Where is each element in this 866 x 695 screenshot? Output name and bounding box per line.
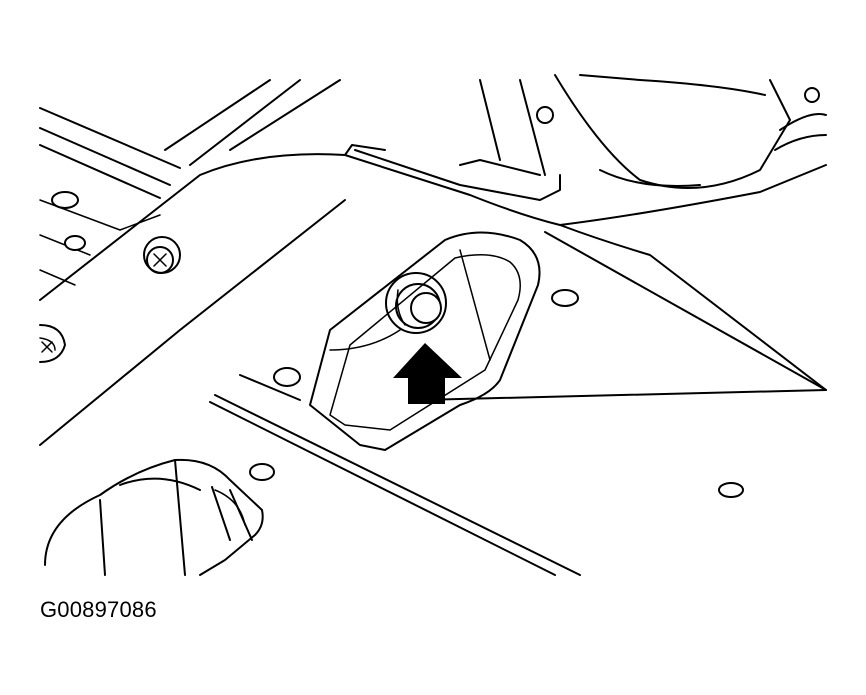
cross-head-bolt-icon [143, 236, 181, 274]
up-arrow-icon [393, 343, 462, 404]
frame-rail-upper-left [39, 79, 341, 286]
cross-head-bolt-left-icon [39, 324, 66, 363]
panel-holes [51, 191, 744, 498]
figure-id-label: G00897086 [40, 597, 157, 622]
oil-pan-recess [309, 231, 541, 451]
underbody-panel [209, 374, 827, 576]
transmission-housing [479, 74, 827, 189]
undercarriage-illustration [39, 74, 827, 576]
drain-plug-icon [385, 272, 447, 334]
cross-member [39, 144, 827, 446]
exhaust-bracket [44, 458, 264, 576]
